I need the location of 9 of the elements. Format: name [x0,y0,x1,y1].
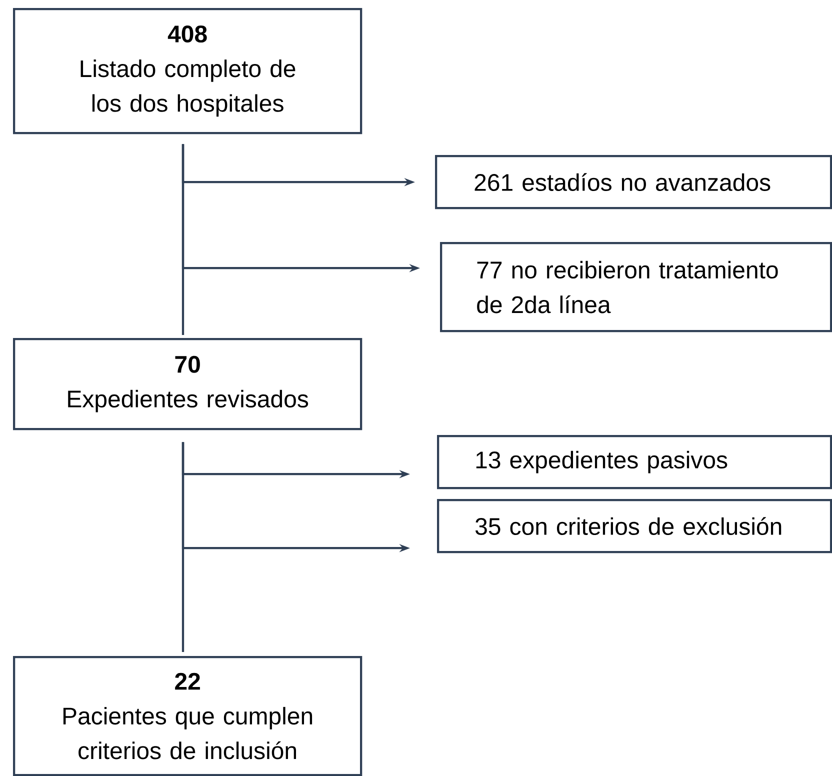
exclusion-box: 77 no recibieron tratamiento de 2da línea [440,242,832,332]
process-box: 70 Expedientes revisados [13,338,362,430]
exclusion-box: 13 expedientes pasivos [437,435,832,490]
process-box: 22 Pacientes que cumplen criterios de inclusión [13,656,362,776]
connector-line [182,144,184,335]
exclusion-box: 35 con criterios de exclusión [437,499,832,554]
process-box: 408 Listado completo de los dos hospitales [13,8,362,134]
connector-line [182,442,184,652]
exclusion-box: 261 estadíos no avanzados [435,155,832,210]
